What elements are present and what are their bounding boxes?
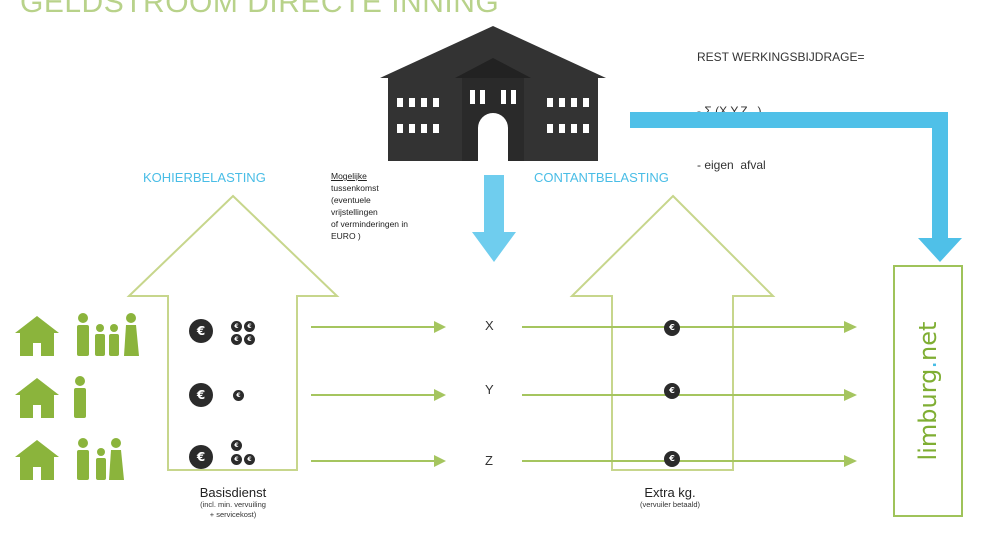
basisdienst-sub-2: + servicekost) <box>209 510 257 519</box>
extra-kg-caption: Extra kg. (vervuiler betaald) <box>600 485 740 510</box>
rest-budget-text: REST WERKINGSBIJDRAGE= - Σ (X,Y,Z,..) - … <box>697 12 864 192</box>
rest-budget-line-3: - eigen afval <box>697 158 766 172</box>
person-icon <box>124 313 139 356</box>
house-icon <box>15 378 59 418</box>
flow-arrows-left <box>311 321 446 467</box>
note-line: (eventuele <box>331 195 371 205</box>
euro-coin-icon: € <box>231 334 242 345</box>
euro-coin-icon: € <box>664 451 680 467</box>
euro-coin-icon: € <box>189 319 213 343</box>
kohierbelasting-outline-arrow <box>126 194 340 471</box>
house-icon <box>15 440 59 480</box>
contantbelasting-outline-arrow <box>569 194 776 471</box>
note-line: of verminderingen in <box>331 219 409 229</box>
euro-coin-icon: € <box>664 320 680 336</box>
person-icon <box>74 376 86 418</box>
logo-name: limburg <box>914 368 942 461</box>
euro-coin-icon: € <box>244 321 255 332</box>
person-icon <box>95 324 105 356</box>
extra-kg-label: Extra kg. <box>644 485 696 500</box>
euro-coin-icon: € <box>189 445 213 469</box>
flow-label-x: X <box>485 318 494 333</box>
person-icon <box>77 438 89 480</box>
limburg-net-logo: limburg.net <box>914 322 942 461</box>
euro-coin-icon: € <box>233 390 244 401</box>
euro-coin-icon: € <box>244 454 255 465</box>
contantbelasting-label: CONTANTBELASTING <box>534 170 669 185</box>
note-line: tussenkomst <box>331 183 379 193</box>
flow-arrows-right <box>522 321 857 467</box>
person-icon <box>109 438 124 480</box>
town-hall-icon <box>380 26 606 161</box>
limburg-net-box: limburg.net <box>893 265 963 517</box>
logo-dot: . <box>914 360 942 369</box>
person-icon <box>96 448 106 480</box>
euro-coin-icon: € <box>231 454 242 465</box>
flow-label-y: Y <box>485 382 494 397</box>
euro-coin-icon: € <box>189 383 213 407</box>
note-line: EURO ) <box>331 231 361 241</box>
kohierbelasting-label: KOHIERBELASTING <box>143 170 266 185</box>
basisdienst-sub-1: (incl. min. vervuiling <box>200 500 266 509</box>
intermediate-note: Mogelijke tussenkomst (eventuele vrijste… <box>331 170 408 242</box>
intermediate-flow-arrow <box>472 175 516 262</box>
logo-tld: net <box>914 321 942 361</box>
euro-coin-icon: € <box>231 440 242 451</box>
basisdienst-caption: Basisdienst (incl. min. vervuiling + ser… <box>163 485 303 520</box>
person-icon <box>77 313 89 356</box>
euro-coin-icon: € <box>664 383 680 399</box>
flow-label-z: Z <box>485 453 493 468</box>
note-line: vrijstellingen <box>331 207 378 217</box>
extra-kg-sub: (vervuiler betaald) <box>639 500 701 509</box>
page-title: GELDSTROOM DIRECTE INNING <box>20 0 500 19</box>
person-icon <box>109 324 119 356</box>
house-icon <box>15 316 59 356</box>
euro-coin-icon: € <box>244 334 255 345</box>
euro-coin-icon: € <box>231 321 242 332</box>
rest-budget-line-1: REST WERKINGSBIJDRAGE= <box>697 50 865 64</box>
basisdienst-label: Basisdienst <box>199 485 267 500</box>
rest-budget-flow-arrow <box>630 112 962 262</box>
note-heading: Mogelijke <box>331 171 367 181</box>
